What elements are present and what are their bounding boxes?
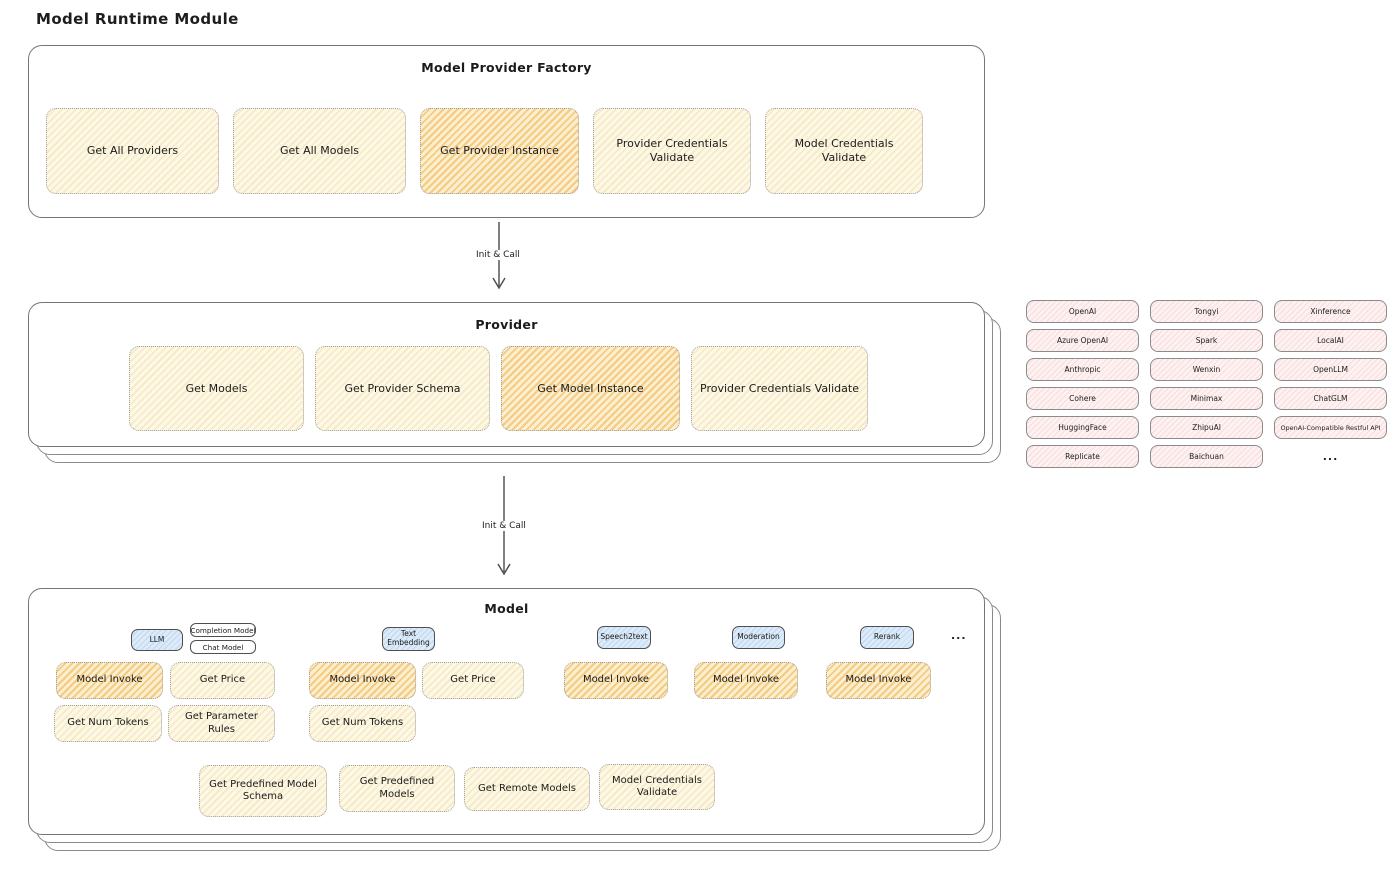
factory-box-get-provider-instance: Get Provider Instance xyxy=(420,108,579,194)
tag-moderation: Moderation xyxy=(732,626,785,649)
provider-chip-grid: OpenAI Tongyi Xinference Azure OpenAI Sp… xyxy=(1026,300,1387,468)
get-num-tokens-box: Get Num Tokens xyxy=(309,705,416,742)
model-panel-border: Model LLM Completion Model Chat Model Te… xyxy=(28,588,985,835)
init-call-label-2: Init & Call xyxy=(479,521,529,531)
provider-chip: Wenxin xyxy=(1150,358,1263,381)
factory-box-model-credentials-validate: Model Credentials Validate xyxy=(765,108,923,194)
model-credentials-validate-box: Model Credentials Validate xyxy=(599,764,715,810)
factory-title: Model Provider Factory xyxy=(421,60,592,75)
model-title: Model xyxy=(484,601,529,616)
provider-chip: Spark xyxy=(1150,329,1263,352)
get-predefined-models-box: Get Predefined Models xyxy=(339,765,455,812)
get-parameter-rules-box: Get Parameter Rules xyxy=(168,705,275,742)
tag-completion-model: Completion Model xyxy=(190,623,256,637)
model-invoke-box: Model Invoke xyxy=(564,662,668,699)
tag-speech2text: Speech2text xyxy=(597,626,651,649)
provider-panel: Provider Get Models Get Provider Schema … xyxy=(28,302,1001,463)
provider-chip: OpenAI xyxy=(1026,300,1139,323)
model-invoke-box: Model Invoke xyxy=(56,662,163,699)
provider-chip: Cohere xyxy=(1026,387,1139,410)
provider-box-provider-credentials-validate: Provider Credentials Validate xyxy=(691,346,868,431)
provider-chip: OpenAI-Compatible Restful API xyxy=(1274,416,1387,439)
provider-chip: Tongyi xyxy=(1150,300,1263,323)
provider-chip: Xinference xyxy=(1274,300,1387,323)
provider-chip: ZhipuAI xyxy=(1150,416,1263,439)
tag-llm: LLM xyxy=(131,629,183,651)
provider-box-get-models: Get Models xyxy=(129,346,304,431)
provider-chip-more: ... xyxy=(1322,450,1339,463)
provider-chip: Baichuan xyxy=(1150,445,1263,468)
factory-panel-border: Model Provider Factory Get All Providers… xyxy=(28,45,985,218)
init-call-label-1: Init & Call xyxy=(473,250,523,260)
provider-chip: LocalAI xyxy=(1274,329,1387,352)
provider-chip: Minimax xyxy=(1150,387,1263,410)
provider-chip: HuggingFace xyxy=(1026,416,1139,439)
provider-chip: ChatGLM xyxy=(1274,387,1387,410)
provider-title: Provider xyxy=(475,317,538,332)
diagram-title: Model Runtime Module xyxy=(36,10,239,28)
tag-rerank: Rerank xyxy=(860,626,914,649)
factory-box-provider-credentials-validate: Provider Credentials Validate xyxy=(593,108,751,194)
factory-box-get-all-models: Get All Models xyxy=(233,108,406,194)
tags-ellipsis: ... xyxy=(951,629,967,642)
provider-chip: Azure OpenAI xyxy=(1026,329,1139,352)
model-invoke-box: Model Invoke xyxy=(826,662,931,699)
provider-panel-border: Provider Get Models Get Provider Schema … xyxy=(28,302,985,447)
provider-chip: Replicate xyxy=(1026,445,1139,468)
model-invoke-box: Model Invoke xyxy=(309,662,416,699)
get-num-tokens-box: Get Num Tokens xyxy=(54,705,162,742)
provider-box-get-model-instance: Get Model Instance xyxy=(501,346,680,431)
factory-box-get-all-providers: Get All Providers xyxy=(46,108,219,194)
provider-chip: Anthropic xyxy=(1026,358,1139,381)
get-price-box: Get Price xyxy=(422,662,524,699)
model-invoke-box: Model Invoke xyxy=(694,662,798,699)
factory-panel: Model Provider Factory Get All Providers… xyxy=(28,45,985,218)
tag-text-embedding: Text Embedding xyxy=(382,627,435,651)
get-price-box: Get Price xyxy=(170,662,275,699)
provider-chip: OpenLLM xyxy=(1274,358,1387,381)
get-predefined-model-schema-box: Get Predefined Model Schema xyxy=(199,765,327,817)
tag-chat-model: Chat Model xyxy=(190,640,256,654)
get-remote-models-box: Get Remote Models xyxy=(464,767,590,811)
model-panel: Model LLM Completion Model Chat Model Te… xyxy=(28,588,1001,851)
provider-box-get-provider-schema: Get Provider Schema xyxy=(315,346,490,431)
